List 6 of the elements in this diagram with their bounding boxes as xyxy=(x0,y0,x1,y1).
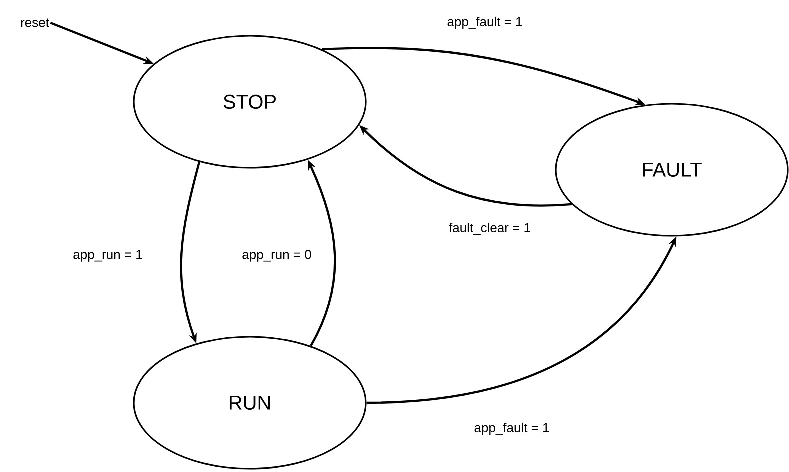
edge-label: app_fault = 1 xyxy=(446,16,524,30)
edge-label: fault_clear = 1 xyxy=(448,222,532,236)
state-label: reset xyxy=(21,18,50,28)
edge-label: app_fault = 1 xyxy=(473,422,551,436)
edge-label: app_run = 0 xyxy=(241,249,313,263)
edge-label: app_run = 1 xyxy=(72,249,144,263)
